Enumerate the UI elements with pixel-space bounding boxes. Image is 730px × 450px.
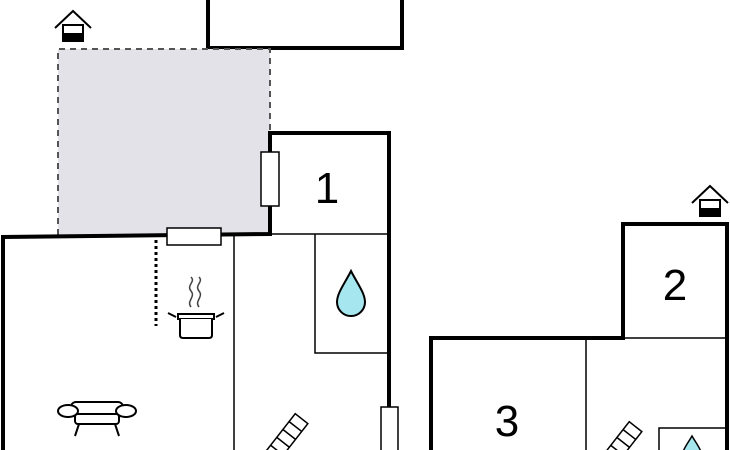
top-room-wall xyxy=(206,0,404,50)
terrace-area xyxy=(58,49,270,235)
window-icon xyxy=(380,406,399,450)
stairs-icon xyxy=(598,420,643,450)
house-entrance-icon xyxy=(691,184,729,217)
bathroom-wall xyxy=(658,427,728,450)
cooking-pot-icon xyxy=(167,276,225,339)
water-drop-icon xyxy=(682,434,702,450)
room-number-3: 3 xyxy=(495,397,519,446)
bathroom-wall xyxy=(314,234,389,354)
room-number-1: 1 xyxy=(315,164,339,213)
room-number-2: 2 xyxy=(663,261,687,310)
water-drop-icon xyxy=(335,268,367,317)
stairs-icon xyxy=(264,412,309,450)
terrace-outline xyxy=(57,48,271,235)
sofa-icon xyxy=(57,401,137,437)
window-icon xyxy=(260,151,280,207)
window-icon xyxy=(166,227,222,246)
right-building-wall xyxy=(429,222,729,450)
house-entrance-icon xyxy=(54,9,92,42)
